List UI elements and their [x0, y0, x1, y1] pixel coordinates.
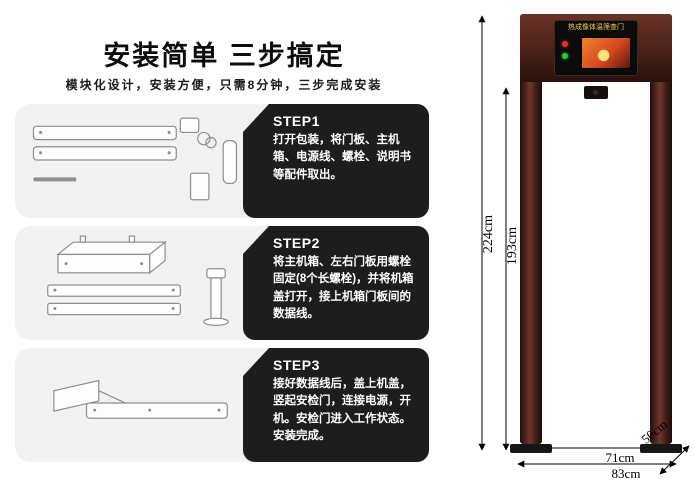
- door-crossbar: 热成像体温筛查门: [520, 14, 672, 82]
- step-card-1: STEP1 打开包装，将门板、主机箱、电源线、螺栓、说明书等配件取出。: [15, 104, 429, 218]
- dimension-inner-width: 71cm: [605, 450, 635, 465]
- dimension-outer-width: 83cm: [611, 466, 641, 481]
- device-title: 热成像体温筛查门: [568, 24, 624, 31]
- step-card-2: STEP2 将主机箱、左右门板用螺栓固定(8个长螺栓)，并将机箱盖打开，接上机箱…: [15, 226, 429, 340]
- step1-text: 打开包装，将门板、主机箱、电源线、螺栓、说明书等配件取出。: [273, 134, 411, 181]
- door-right-foot: [640, 444, 682, 453]
- step2-panel: STEP2 将主机箱、左右门板用螺栓固定(8个长螺栓)，并将机箱盖打开，接上机箱…: [243, 226, 429, 340]
- step1-label: STEP1: [273, 113, 320, 129]
- door-right-post: [650, 14, 672, 444]
- step3-illustration: [21, 354, 253, 456]
- product-figure: 热成像体温筛查门 224cm 193cm 71cm 83cm 50cm: [470, 6, 692, 481]
- dimension-outer-height: 224cm: [481, 214, 496, 254]
- door-left-post: [520, 14, 542, 444]
- step3-panel: STEP3 接好数据线后，盖上机盖，竖起安检门，连接电源，开机。安检门进入工作状…: [243, 348, 429, 462]
- step1-panel: STEP1 打开包装，将门板、主机箱、电源线、螺栓、说明书等配件取出。: [243, 104, 429, 218]
- green-led-indicator: [562, 53, 568, 59]
- red-led-indicator: [562, 41, 568, 47]
- step2-label: STEP2: [273, 235, 320, 251]
- step3-label: STEP3: [273, 357, 320, 373]
- installation-section: 安装简单 三步搞定 模块化设计，安装方便，只需8分钟，三步完成安装: [15, 41, 429, 462]
- step3-text: 接好数据线后，盖上机盖，竖起安检门，连接电源，开机。安检门进入工作状态。安装完成…: [273, 378, 411, 442]
- section-title: 安装简单 三步搞定: [103, 41, 345, 71]
- step-card-3: STEP3 接好数据线后，盖上机盖，竖起安检门，连接电源，开机。安检门进入工作状…: [15, 348, 429, 462]
- dimension-lines: [478, 15, 690, 475]
- control-panel: 热成像体温筛查门: [554, 20, 638, 76]
- section-subtitle: 模块化设计，安装方便，只需8分钟，三步完成安装: [65, 78, 383, 92]
- step2-assembly-drawing: [47, 235, 229, 326]
- step2-text: 将主机箱、左右门板用螺栓固定(8个长螺栓)，并将机箱盖打开，接上机箱门板间的数据…: [273, 256, 414, 320]
- step2-illustration: [21, 232, 253, 334]
- door-left-foot: [510, 444, 552, 453]
- step1-illustration: [21, 110, 253, 212]
- step1-parts-drawing: [32, 117, 238, 201]
- thermal-screen: [581, 37, 631, 69]
- step3-door-drawing: [53, 379, 228, 419]
- dimension-inner-height: 193cm: [505, 226, 520, 266]
- camera-unit: [584, 86, 608, 99]
